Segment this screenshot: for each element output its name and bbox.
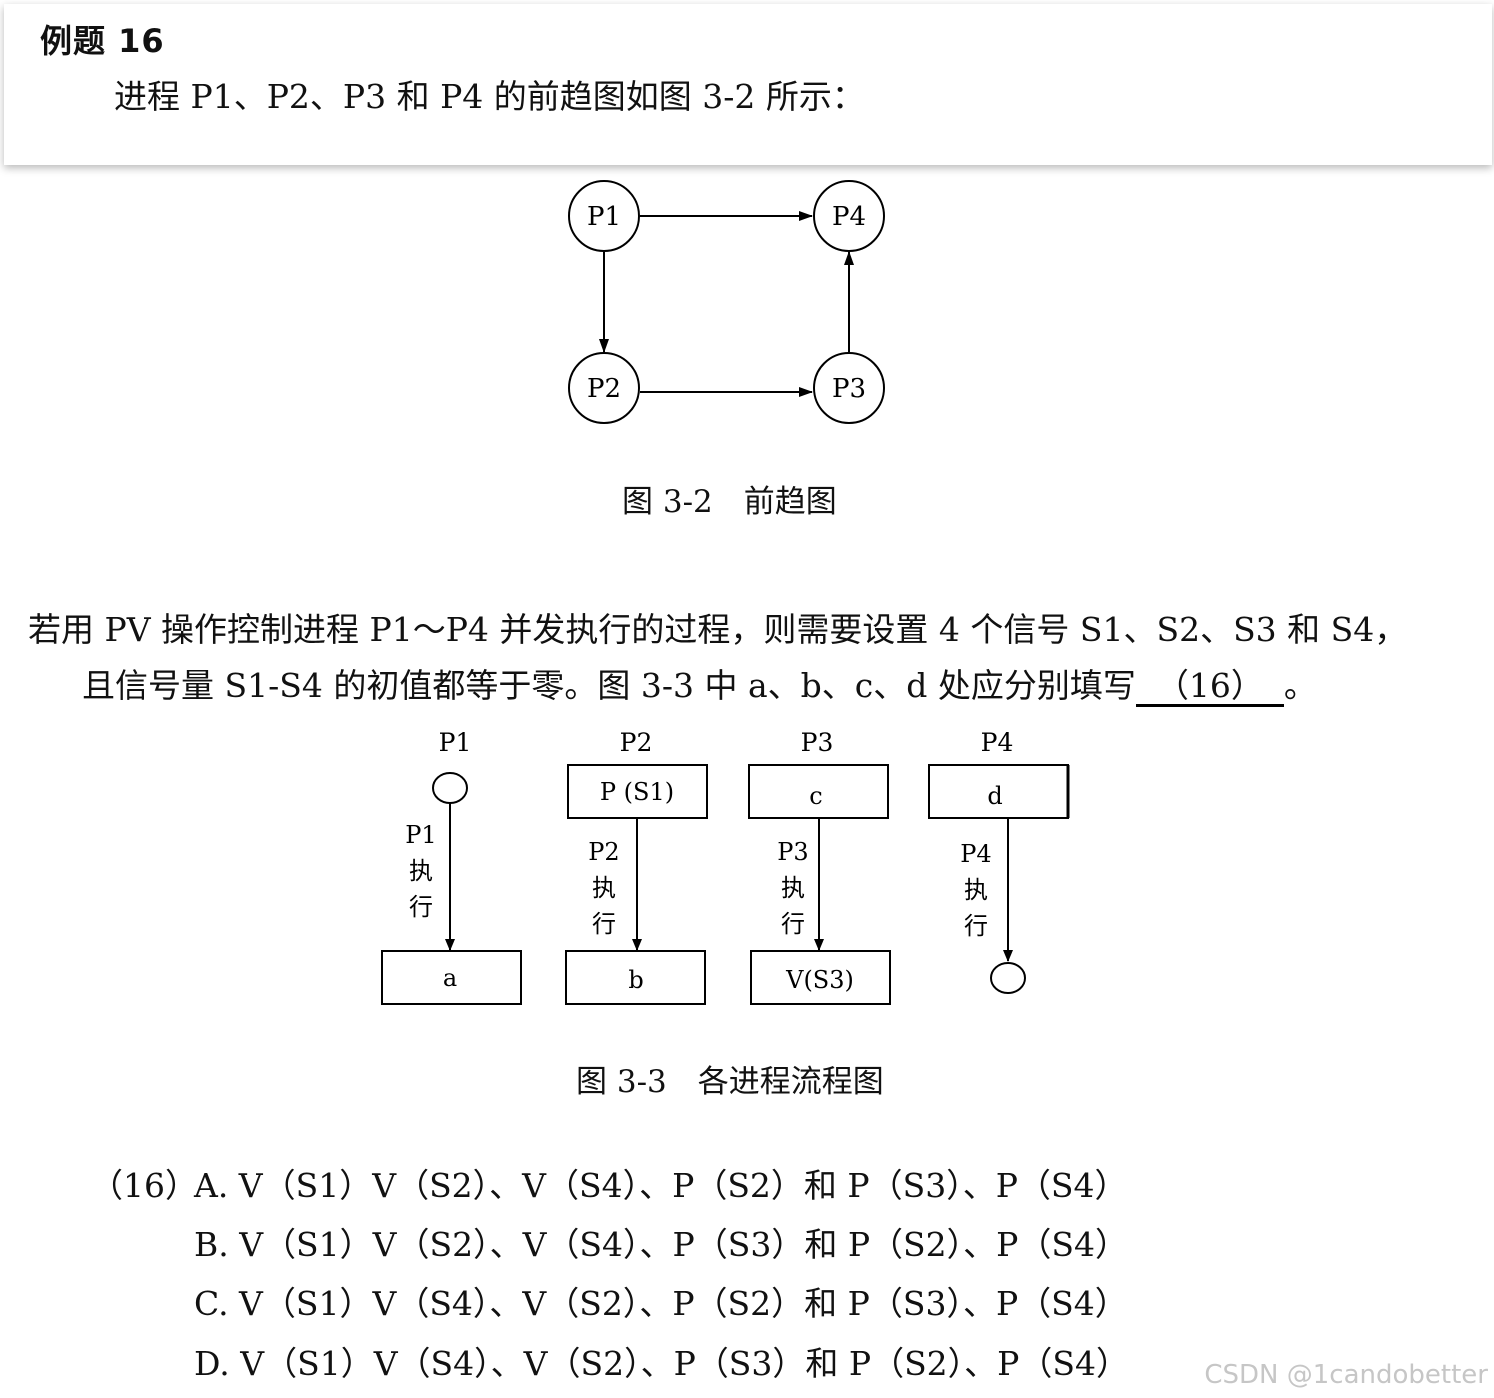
watermark: CSDN @1candobetter bbox=[1204, 1360, 1488, 1390]
svg-text:执: 执 bbox=[781, 874, 805, 902]
answer-blank: （16） bbox=[1135, 668, 1284, 707]
question-line-2: 且信号量 S1-S4 的初值都等于零。图 3-3 中 a、b、c、d 处应分别填… bbox=[82, 659, 1317, 707]
box-p-s1 bbox=[567, 764, 708, 819]
process-flow-chart: P1 P1 执 行 a P2 P (S1) P2 执 行 b P3 c P3 执… bbox=[381, 728, 1070, 1005]
svg-text:a: a bbox=[443, 964, 457, 992]
question-end: 。 bbox=[1283, 666, 1317, 705]
figure1-caption: 图 3-2 前趋图 bbox=[622, 484, 837, 520]
column-p4: P4 d P4 执 行 bbox=[928, 728, 1070, 994]
column-label-p1: P1 bbox=[439, 728, 472, 757]
column-p2: P2 P (S1) P2 执 行 b bbox=[565, 728, 708, 1005]
svg-text:行: 行 bbox=[781, 910, 805, 938]
svg-text:P1: P1 bbox=[587, 202, 621, 232]
box-c bbox=[748, 764, 889, 819]
svg-text:执: 执 bbox=[592, 874, 616, 902]
svg-text:行: 行 bbox=[409, 893, 433, 921]
svg-text:P1: P1 bbox=[405, 821, 436, 849]
figure2-caption: 图 3-3 各进程流程图 bbox=[576, 1064, 884, 1100]
intro-text: 进程 P1、P2、P3 和 P4 的前趋图如图 3-2 所示： bbox=[114, 77, 865, 116]
option-number: （16） bbox=[90, 1166, 198, 1205]
svg-text:P2: P2 bbox=[587, 374, 621, 404]
svg-text:P4: P4 bbox=[832, 202, 866, 232]
svg-text:P3: P3 bbox=[832, 374, 866, 404]
svg-text:P (S1): P (S1) bbox=[600, 778, 674, 806]
box-b bbox=[565, 950, 706, 1005]
svg-text:P4: P4 bbox=[960, 840, 991, 868]
end-node-p4 bbox=[990, 962, 1026, 994]
node-p3: P3 bbox=[813, 352, 885, 424]
svg-text:P3: P3 bbox=[777, 838, 808, 866]
svg-text:P2: P2 bbox=[588, 838, 619, 866]
question-line-1: 若用 PV 操作控制进程 P1～P4 并发执行的过程，则需要设置 4 个信号 S… bbox=[28, 610, 1408, 649]
example-title: 例题 16 bbox=[40, 22, 165, 60]
column-p3: P3 c P3 执 行 V(S3) bbox=[748, 728, 891, 1005]
svg-text:行: 行 bbox=[964, 912, 988, 940]
question-text: 且信号量 S1-S4 的初值都等于零。图 3-3 中 a、b、c、d 处应分别填… bbox=[82, 666, 1136, 705]
box-d bbox=[928, 764, 1069, 819]
option-c: C. V（S1）V（S4）、V（S2）、P（S2）和 P（S3）、P（S4） bbox=[194, 1284, 1128, 1323]
start-node-p1 bbox=[432, 772, 468, 804]
svg-text:V(S3): V(S3) bbox=[785, 966, 854, 994]
svg-text:执: 执 bbox=[964, 876, 988, 904]
header-card: 例题 16 进程 P1、P2、P3 和 P4 的前趋图如图 3-2 所示： bbox=[4, 4, 1492, 165]
node-p2: P2 bbox=[568, 352, 640, 424]
option-a: A. V（S1）V（S2）、V（S4）、P（S2）和 P（S3）、P（S4） bbox=[194, 1166, 1128, 1205]
column-label-p4: P4 bbox=[981, 728, 1014, 757]
node-p4: P4 bbox=[813, 180, 885, 252]
svg-text:执: 执 bbox=[409, 857, 433, 885]
svg-text:b: b bbox=[628, 966, 643, 994]
column-label-p3: P3 bbox=[801, 728, 834, 757]
box-v-s3 bbox=[750, 950, 891, 1005]
svg-text:行: 行 bbox=[592, 910, 616, 938]
precedence-graph: P1 P4 P2 P3 bbox=[568, 180, 885, 424]
option-b: B. V（S1）V（S2）、V（S4）、P（S3）和 P（S2）、P（S4） bbox=[194, 1225, 1128, 1264]
node-p1: P1 bbox=[568, 180, 640, 252]
svg-text:d: d bbox=[987, 782, 1002, 810]
box-a bbox=[381, 950, 522, 1005]
option-d: D. V（S1）V（S4）、V（S2）、P（S3）和 P（S2）、P（S4） bbox=[194, 1344, 1129, 1383]
column-p1: P1 P1 执 行 a bbox=[381, 728, 522, 1005]
svg-text:c: c bbox=[809, 782, 822, 810]
column-label-p2: P2 bbox=[620, 728, 653, 757]
